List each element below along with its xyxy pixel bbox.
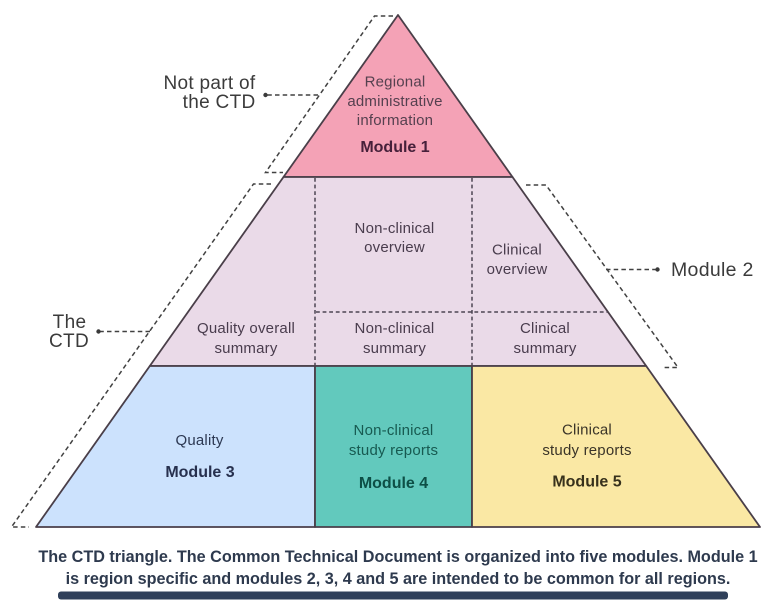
svg-text:Not part of: Not part of (163, 73, 255, 94)
svg-text:summary: summary (214, 340, 277, 357)
svg-text:Module 1: Module 1 (360, 139, 429, 156)
svg-text:overview: overview (487, 261, 548, 278)
svg-text:Module 4: Module 4 (359, 475, 428, 492)
svg-text:is region specific and modules: is region specific and modules 2, 3, 4 a… (66, 570, 731, 588)
svg-text:information: information (357, 112, 433, 129)
svg-text:summary: summary (513, 340, 576, 357)
svg-text:CTD: CTD (49, 331, 89, 352)
svg-text:Clinical: Clinical (520, 320, 570, 337)
svg-text:summary: summary (363, 340, 426, 357)
svg-text:Regional: Regional (365, 74, 426, 91)
svg-text:The CTD triangle. The Common T: The CTD triangle. The Common Technical D… (38, 548, 757, 566)
svg-text:Module 5: Module 5 (552, 474, 621, 491)
svg-text:Non-clinical: Non-clinical (354, 422, 434, 439)
svg-text:Clinical: Clinical (562, 422, 612, 439)
svg-text:Module 3: Module 3 (165, 464, 234, 481)
svg-text:overview: overview (364, 239, 425, 256)
svg-text:Non-clinical: Non-clinical (355, 320, 435, 337)
svg-text:the CTD: the CTD (183, 92, 256, 113)
svg-text:Module 2: Module 2 (671, 259, 754, 281)
svg-text:administrative: administrative (347, 93, 442, 110)
svg-text:Quality overall: Quality overall (197, 320, 295, 337)
svg-text:The: The (53, 312, 87, 333)
svg-text:Non-clinical: Non-clinical (355, 220, 435, 237)
svg-text:study reports: study reports (542, 442, 631, 459)
svg-text:study reports: study reports (349, 442, 438, 459)
svg-text:Quality: Quality (175, 432, 223, 449)
svg-text:Clinical: Clinical (492, 242, 542, 259)
